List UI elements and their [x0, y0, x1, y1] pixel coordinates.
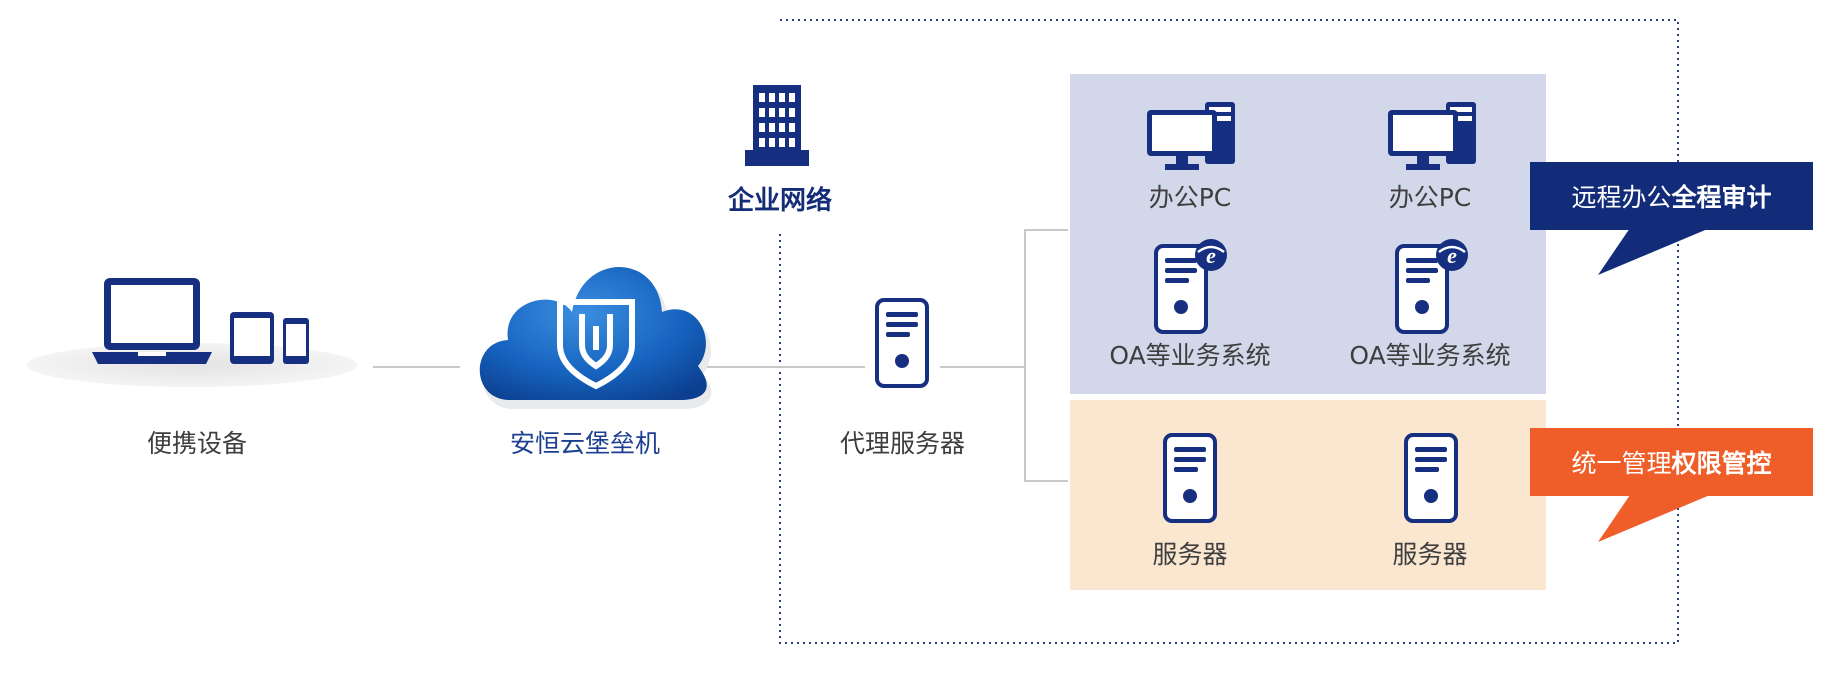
- branch-bracket: [1024, 229, 1068, 482]
- callout-perm-normal: 统一管理: [1571, 449, 1672, 478]
- oa-label-1: OA等业务系统: [1109, 341, 1271, 370]
- proxy-label: 代理服务器: [839, 429, 965, 458]
- portable-label: 便携设备: [146, 429, 247, 458]
- bastion-cloud-icon: [479, 267, 712, 409]
- server-icon-1: [1163, 433, 1217, 523]
- server-zone: [1070, 400, 1546, 590]
- enterprise-boundary: [779, 19, 1679, 644]
- portable-devices-icon: [27, 278, 357, 387]
- callout-audit-tail: [1598, 228, 1710, 275]
- server-label-1: 服务器: [1152, 540, 1228, 569]
- bastion-label: 安恒云堡垒机: [509, 429, 660, 458]
- callout-audit-bold: 全程审计: [1671, 183, 1772, 212]
- callout-permission: 统一管理权限管控: [1530, 428, 1813, 496]
- office-pc-label-2: 办公PC: [1388, 183, 1472, 212]
- server-icon-2: [1404, 433, 1458, 523]
- shield-icon: [557, 299, 635, 390]
- callout-audit-normal: 远程办公: [1571, 183, 1672, 212]
- callout-perm-bold: 权限管控: [1671, 449, 1772, 478]
- callout-audit: 远程办公全程审计: [1530, 162, 1813, 230]
- callout-perm-tail: [1598, 495, 1710, 542]
- enterprise-label: 企业网络: [727, 186, 832, 216]
- proxy-server-icon: [875, 298, 929, 388]
- server-label-2: 服务器: [1392, 540, 1468, 569]
- oa-label-2: OA等业务系统: [1349, 341, 1511, 370]
- building-icon: [745, 85, 809, 166]
- office-pc-label-1: 办公PC: [1148, 183, 1232, 212]
